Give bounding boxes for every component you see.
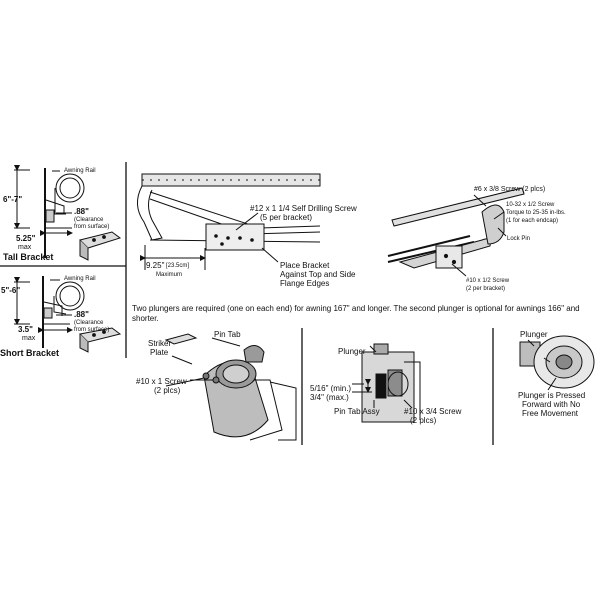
lock-pin-label: Lock Pin <box>507 236 531 242</box>
short-max-dimension: 3.5" <box>18 325 33 334</box>
short-awning-rail-label: Awning Rail <box>64 276 96 282</box>
tall-awning-rail-label: Awning Rail <box>64 168 96 174</box>
striker-label-line-2: Plate <box>150 348 169 357</box>
per-endcap-label: (1 for each endcap) <box>506 218 559 224</box>
tall-clearance-value: .88" <box>74 207 89 216</box>
short-height-label: 5"-6" <box>1 286 21 295</box>
short-bracket-title: Short Bracket <box>0 348 60 358</box>
plunger-pressed-line-1: Plunger is Pressed <box>518 391 586 400</box>
tall-clearance-note-1: (Clearance <box>74 217 104 223</box>
plunger-detail-drawing <box>519 335 595 391</box>
short-max-label: max <box>22 335 36 342</box>
tall-max-label: max <box>18 244 32 251</box>
striker-plate-drawing <box>164 333 297 441</box>
short-bracket-drawing <box>14 276 122 353</box>
striker-screw-label: #10 x 1 Screw <box>136 377 187 386</box>
tall-bracket-drawing <box>14 165 122 261</box>
place-bracket-line-3: Flange Edges <box>280 279 330 288</box>
plunger-assembly-drawing <box>352 343 421 423</box>
pin-tab-assy-label: Pin Tab Assy <box>334 407 380 416</box>
place-bracket-line-1: Place Bracket <box>280 261 330 270</box>
short-clearance-value: .88" <box>74 310 89 319</box>
max-distance-label: Maximum <box>156 272 183 278</box>
plunger-max-label: 3/4" (max.) <box>310 393 349 402</box>
per-bracket-label: (2 per bracket) <box>466 286 506 292</box>
endcap-assembly-drawing <box>387 187 525 277</box>
plunger-detail-label: Plunger <box>520 330 548 339</box>
plunger-assy-plunger-label: Plunger <box>338 347 366 356</box>
pin-tab-label: Pin Tab <box>214 330 241 339</box>
short-clearance-note-1: (Clearance <box>74 320 104 326</box>
panel-dividers <box>0 162 494 445</box>
tall-clearance-note-2: from surface) <box>74 224 110 230</box>
plunger-pressed-line-3: Free Movement <box>522 409 579 418</box>
self-drilling-screw-label: #12 x 1 1/4 Self Drilling Screw <box>250 204 357 213</box>
tall-bracket-title: Tall Bracket <box>3 252 54 262</box>
plunger-assy-screw-label: #10 x 3/4 Screw <box>404 407 462 416</box>
max-distance-dimension: 9.25" <box>146 261 165 270</box>
screw-10-label: #10 x 1/2 Screw <box>466 278 510 284</box>
plunger-pressed-line-2: Forward with No <box>522 400 581 409</box>
place-bracket-line-2: Against Top and Side <box>280 270 356 279</box>
plunger-assy-screw-qty: (2 plcs) <box>410 416 437 425</box>
striker-label-line-1: Striker <box>148 339 172 348</box>
self-drilling-screw-qty: (5 per bracket) <box>260 213 313 222</box>
rail-mount-drawing <box>137 173 321 270</box>
plunger-min-label: 5/16" (min.) <box>310 384 352 393</box>
striker-screw-qty: (2 plcs) <box>154 386 181 395</box>
short-clearance-note-2: from surface) <box>74 327 110 333</box>
screw-6-label: #6 x 3/8 Screw (2 plcs) <box>474 186 546 193</box>
tall-max-dimension: 5.25" <box>16 234 36 243</box>
tall-height-label: 6"-7" <box>3 195 23 204</box>
screw-1032-label: 10-32 x 1/2 Screw <box>506 202 555 208</box>
plunger-requirement-note: Two plungers are required (one on each e… <box>132 304 580 323</box>
max-distance-metric: [23.5cm] <box>166 263 190 269</box>
torque-label: Torque to 25-35 in-lbs. <box>506 210 566 216</box>
